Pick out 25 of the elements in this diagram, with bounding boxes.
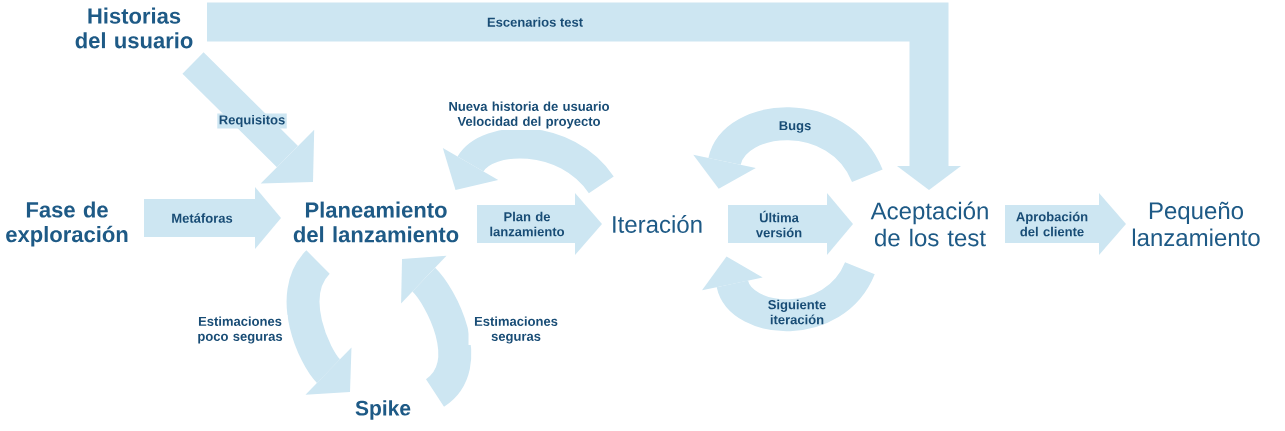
edge-label: Requisitos (217, 113, 287, 129)
block-arrow (207, 2, 961, 190)
edge-label: Aprobación del cliente (1016, 211, 1088, 237)
block-arrow (1005, 193, 1126, 255)
edge-label: Escenarios test (487, 17, 583, 27)
stage-label: Spike (355, 400, 411, 420)
block-arrow (477, 193, 602, 255)
edge-label: Siguiente iteración (768, 299, 826, 325)
block-arrow (144, 187, 281, 249)
edge-label: Estimaciones seguras (468, 314, 564, 346)
stage-label: Historias del usuario (75, 7, 193, 49)
stage-label: Pequeño lanzamiento (1132, 201, 1260, 247)
edge-label: Bugs (779, 121, 811, 133)
stage-label: Aceptación de los test (870, 201, 988, 247)
edge-label: Nueva historia de usuario Velocidad del proyecto (437, 99, 621, 131)
edge-label: Metáforas (172, 213, 233, 223)
stage-label: Fase de exploración (6, 201, 128, 247)
curved-arrow (401, 255, 472, 406)
curved-arrow (286, 251, 352, 395)
edge-label: Última versión (755, 210, 802, 238)
stage-label: Planeamiento del lanzamiento (293, 201, 459, 243)
edge-label: Plan de lanzamiento (490, 211, 565, 237)
stage-label: Iteración (613, 215, 702, 233)
block-arrow (182, 52, 315, 184)
edge-label: Estimaciones poco seguras (192, 314, 288, 346)
